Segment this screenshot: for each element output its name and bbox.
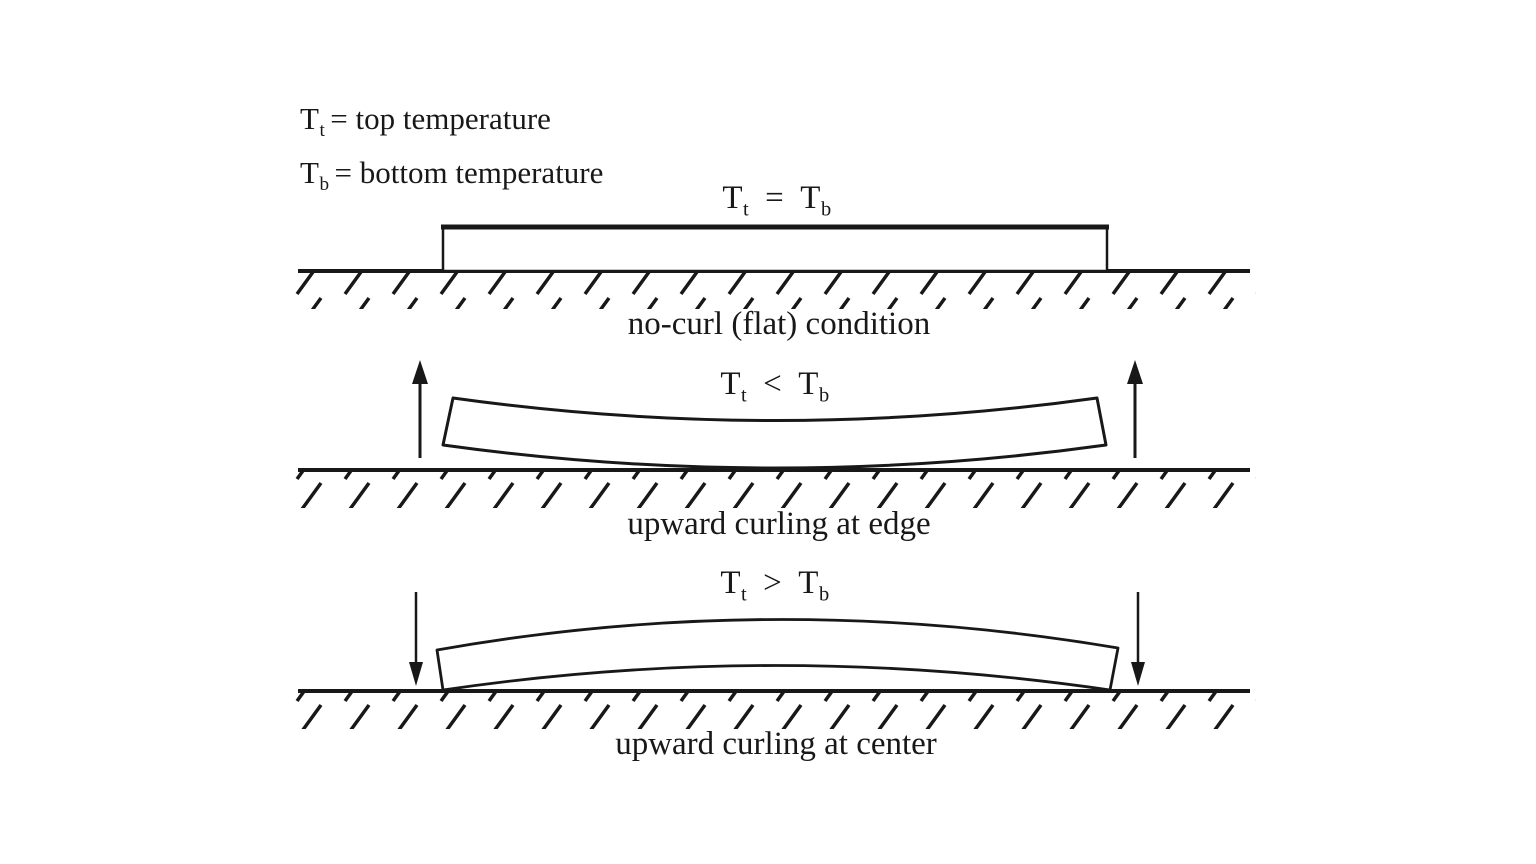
center-curled-slab bbox=[435, 618, 1120, 692]
relation-no-curl: Tt=Tb bbox=[722, 180, 832, 221]
subgrade-hatching-2 bbox=[288, 472, 1256, 508]
edge-curled-slab bbox=[441, 396, 1108, 470]
down-arrow-right bbox=[1131, 592, 1145, 686]
flat-slab bbox=[441, 224, 1109, 273]
legend: Tt = top temperature Tb = bottom tempera… bbox=[300, 98, 603, 206]
relation-center-curl: Tt>Tb bbox=[720, 565, 830, 606]
panel-edge-curl bbox=[288, 360, 1256, 508]
legend-top-text: = top temperature bbox=[330, 101, 551, 136]
up-arrow-left bbox=[412, 360, 428, 458]
subgrade-hatching-1 bbox=[288, 273, 1256, 309]
operator-less-than: < bbox=[763, 366, 783, 402]
legend-top-temperature: Tt = top temperature bbox=[300, 98, 603, 152]
panel-no-curl bbox=[288, 224, 1256, 309]
caption-edge-curl: upward curling at edge bbox=[627, 506, 931, 542]
panel-center-curl bbox=[288, 592, 1256, 729]
subgrade-hatching-3 bbox=[288, 693, 1256, 729]
symbol-top-temperature: Tt bbox=[300, 101, 326, 142]
caption-no-curl: no-curl (flat) condition bbox=[627, 306, 931, 342]
up-arrow-right bbox=[1127, 360, 1143, 458]
operator-equals: = bbox=[765, 180, 785, 216]
relation-edge-curl: Tt<Tb bbox=[720, 366, 830, 407]
operator-greater-than: > bbox=[763, 565, 783, 601]
symbol-bottom-temperature: Tb bbox=[300, 155, 330, 196]
legend-bottom-temperature: Tb = bottom temperature bbox=[300, 152, 603, 206]
caption-center-curl: upward curling at center bbox=[615, 726, 937, 762]
legend-bottom-text: = bottom temperature bbox=[334, 155, 604, 191]
down-arrow-left bbox=[409, 592, 423, 686]
